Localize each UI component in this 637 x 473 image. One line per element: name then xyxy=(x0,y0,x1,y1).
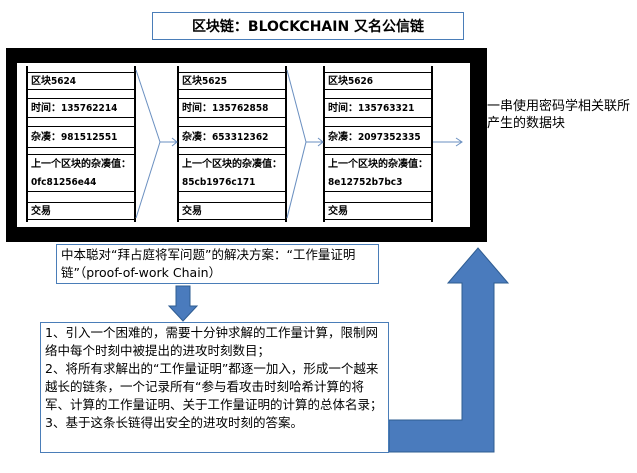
feedback-arrow xyxy=(388,247,510,453)
step-2: 2、将所有求解出的“工作量证明”都逐一加入，形成一个越来越长的链条，一个记录所有… xyxy=(45,361,383,412)
block-nonce: 杂凑：2097352335 xyxy=(325,126,431,148)
arrowhead-block-3 xyxy=(317,137,324,147)
pow-steps: 1、引入一个困难的，需要十分钟求解的工作量计算，限制网络中每个时刻中被提出的进攻… xyxy=(40,322,389,453)
block-5626: 区块5626 时间：135763321 杂凑：2097352335 上一个区块的… xyxy=(323,66,433,222)
block-5624: 区块5624 时间：135762214 杂凑：981512551 上一个区块的杂… xyxy=(26,66,136,222)
prev-hash-label: 上一个区块的杂凑值： xyxy=(182,159,282,170)
pow-description: 中本聪对“拜占庭将军问题”的解决方案：“工作量证明链”（proof-of-wor… xyxy=(56,244,379,284)
block-transactions: 交易 xyxy=(179,202,285,220)
block-link-2-3 xyxy=(286,69,323,219)
prev-hash-label: 上一个区块的杂凑值： xyxy=(328,159,428,170)
prev-hash-label: 上一个区块的杂凑值： xyxy=(31,159,131,170)
block-time: 时间：135762214 xyxy=(28,98,134,118)
block-nonce: 杂凑：981512551 xyxy=(28,126,134,148)
block-link-1-2 xyxy=(135,69,177,219)
prev-hash-value: 85cb1976c171 xyxy=(182,177,256,188)
block-id: 区块5624 xyxy=(28,72,134,90)
diagram-title: 区块链：BLOCKCHAIN 又名公信链 xyxy=(152,12,464,40)
block-transactions: 交易 xyxy=(28,202,134,220)
block-time: 时间：135762858 xyxy=(179,98,285,118)
prev-hash-value: 8e12752b7bc3 xyxy=(328,177,403,188)
step-1: 1、引入一个困难的，需要十分钟求解的工作量计算，限制网络中每个时刻中被提出的进攻… xyxy=(45,325,378,358)
prev-hash-value: 0fc81256e44 xyxy=(31,177,97,188)
block-id: 区块5625 xyxy=(179,72,285,90)
block-link-3-next xyxy=(433,137,463,147)
block-5625: 区块5625 时间：135762858 杂凑：653312362 上一个区块的杂… xyxy=(177,66,287,222)
block-transactions: 交易 xyxy=(325,202,431,220)
down-arrow xyxy=(167,285,199,322)
block-prev-hash: 上一个区块的杂凑值： 0fc81256e44 xyxy=(28,154,134,192)
block-id: 区块5626 xyxy=(325,72,431,90)
block-time: 时间：135763321 xyxy=(325,98,431,118)
block-prev-hash: 上一个区块的杂凑值： 8e12752b7bc3 xyxy=(325,154,431,192)
arrowhead-block-2 xyxy=(171,137,178,147)
block-prev-hash: 上一个区块的杂凑值： 85cb1976c171 xyxy=(179,154,285,192)
step-3: 3、基于这条长链得出安全的进攻时刻的答案。 xyxy=(45,415,303,430)
block-nonce: 杂凑：653312362 xyxy=(179,126,285,148)
side-note: 一串使用密码学相关联所产生的数据块 xyxy=(487,99,631,131)
